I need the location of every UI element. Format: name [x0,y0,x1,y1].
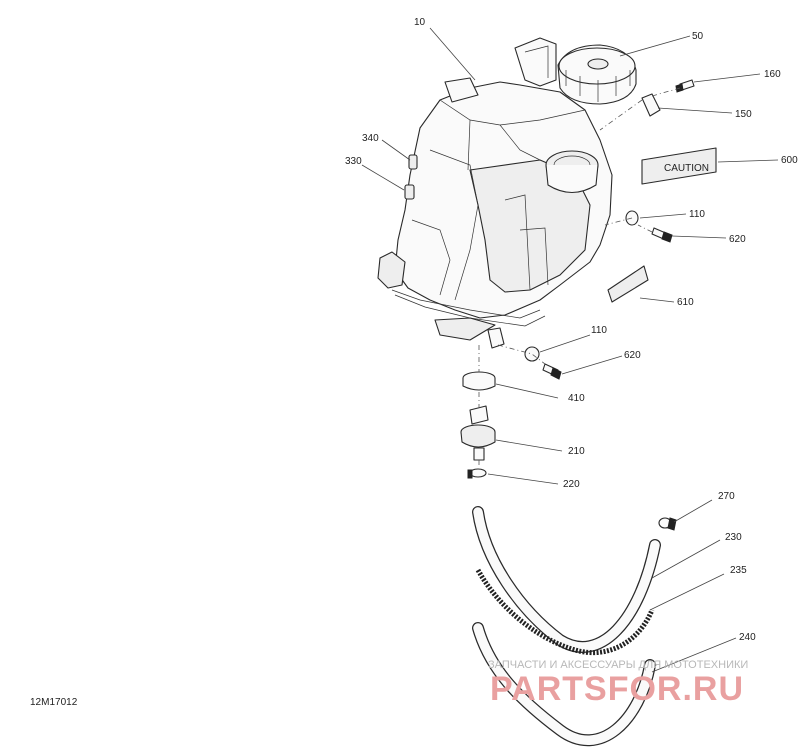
decal-610 [607,265,649,303]
bolt-620-lower [542,363,562,380]
clamp-220 [467,468,487,479]
decal-600: CAUTION [641,147,717,185]
decal-text: CAUTION [664,163,709,174]
callout-330: 330 [345,156,362,167]
callout-240: 240 [739,632,756,643]
callout-220: 220 [563,479,580,490]
fuel-cap [557,44,637,105]
fuel-tank [377,37,613,349]
callout-610: 610 [677,297,694,308]
callout-620-lower: 620 [624,350,641,361]
reference-code: 12M17012 [30,697,78,708]
watermark-tagline: ЗАПЧАСТИ И АКСЕССУАРЫ ДЛЯ МОТОТЕХНИКИ [488,659,748,671]
callout-230: 230 [725,532,742,543]
callout-235: 235 [730,565,747,576]
callout-600: 600 [781,155,798,166]
callout-410: 410 [568,393,585,404]
callout-620-upper: 620 [729,234,746,245]
watermark: ЗАПЧАСТИ И АКСЕССУАРЫ ДЛЯ МОТОТЕХНИКИ PA… [488,659,748,708]
callout-340: 340 [362,133,379,144]
callout-110-upper: 110 [689,209,705,220]
watermark-logo: PARTSFOR.RU [490,670,744,708]
clip-150 [641,93,661,117]
washer-110-lower [524,346,540,362]
callout-10: 10 [414,17,426,28]
callout-labels: 10 50 160 150 600 340 330 110 620 610 11… [345,17,798,643]
callout-160: 160 [764,69,781,80]
leader-lines [361,27,779,673]
clamp-270 [658,517,677,531]
callout-110-lower: 110 [591,325,607,336]
spring-235 [475,568,655,656]
screw-160 [675,79,695,93]
valve-210 [460,405,496,461]
callout-270: 270 [718,491,735,502]
assembly-lines [478,87,681,468]
callout-50: 50 [692,31,704,42]
callout-150: 150 [735,109,752,120]
clamp-410 [462,371,496,391]
bolt-620-upper [651,227,673,243]
callout-210: 210 [568,446,585,457]
